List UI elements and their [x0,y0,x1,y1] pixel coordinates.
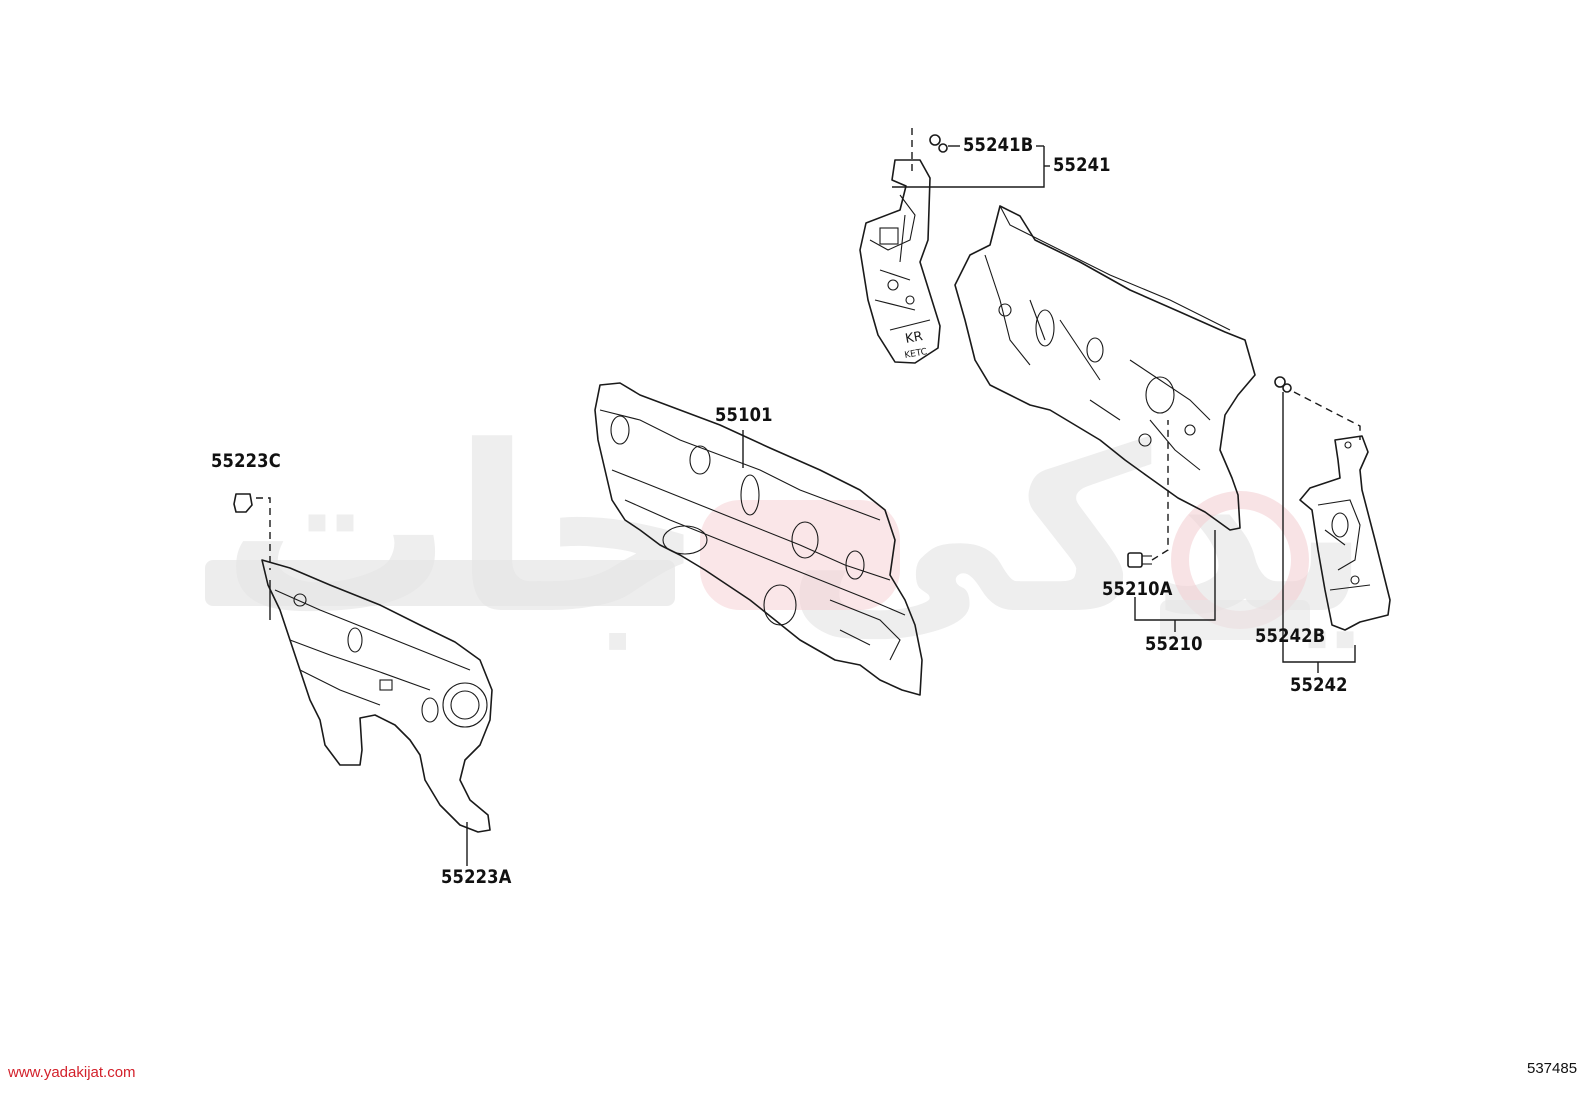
label-55241B: 55241B [963,134,1034,156]
clip-55242B [1274,376,1361,440]
clip-55223C [233,493,271,570]
bolt-55210A [1127,420,1169,568]
label-55242B: 55242B [1255,625,1326,647]
label-55223C: 55223C [211,450,281,472]
label-55210A: 55210A [1102,578,1173,600]
figure-number: 537485 [1527,1060,1578,1077]
part-55101-panel [594,382,923,696]
part-marking-ketc: KETC [904,347,928,361]
label-55241: 55241 [1053,154,1111,176]
part-55241-bracket: KR KETC [859,159,941,364]
label-55242: 55242 [1290,674,1348,696]
watermark-bar-gray-2 [1160,600,1310,640]
website-link[interactable]: www.yadakijat.com [8,1064,136,1081]
part-55242-bracket [1299,435,1391,631]
watermark-bar-gray [205,560,675,606]
clip-55241B [911,128,948,175]
label-55101: 55101 [715,404,773,426]
part-marking-kr: KR [904,329,924,347]
part-55223A-insulator [261,559,493,833]
watermark-bar-red [700,500,900,610]
label-55223A: 55223A [441,866,512,888]
label-55210: 55210 [1145,633,1203,655]
watermark: یدکی جات [205,398,1371,665]
part-55210-panel [954,205,1256,531]
leader-lines [269,145,1356,866]
